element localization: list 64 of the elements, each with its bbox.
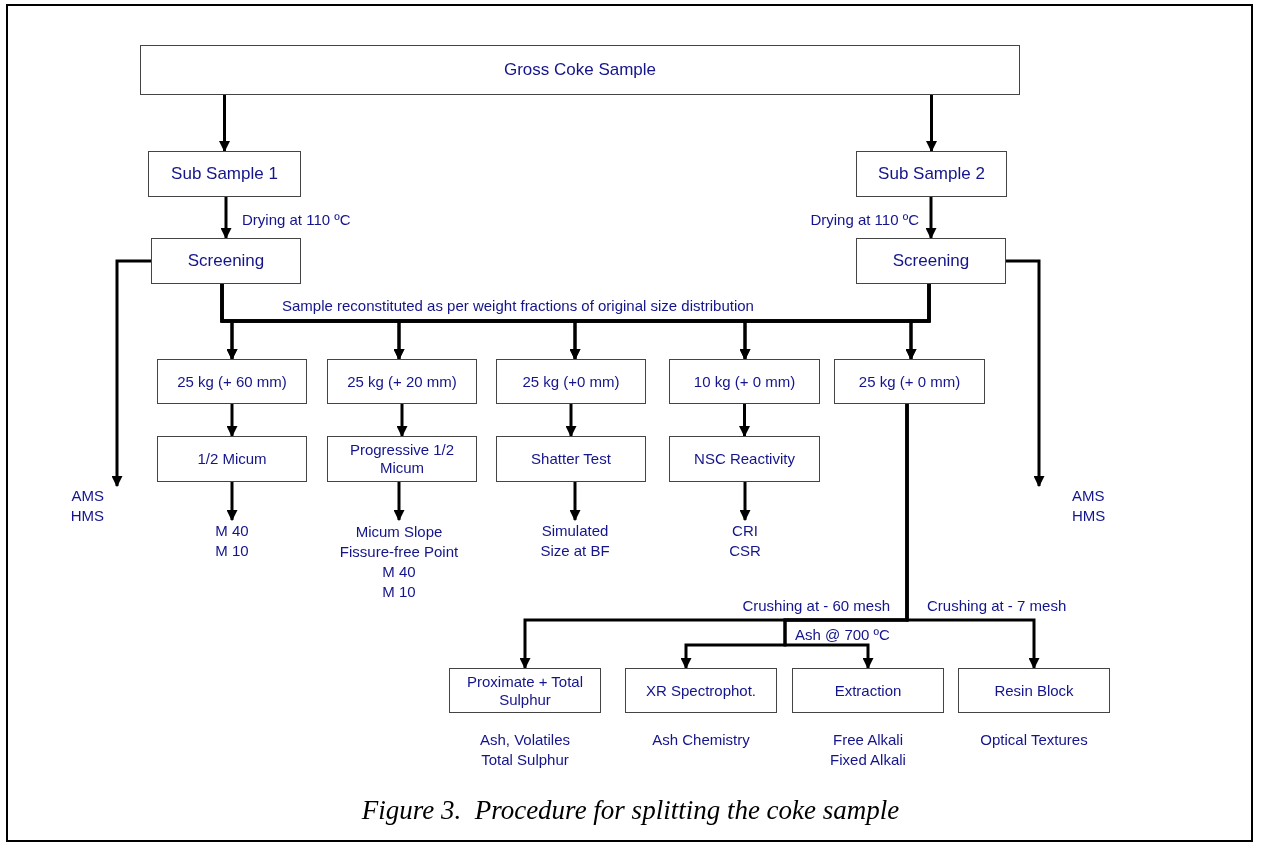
note-text: Ash @ 700 ºC [794, 625, 891, 644]
arrow [739, 482, 751, 522]
result-text: Free Alkali Fixed Alkali [829, 730, 907, 770]
process-box [496, 359, 646, 404]
arrow [565, 404, 577, 438]
arrow [396, 404, 408, 438]
box-label: 25 kg (+0 mm) [522, 372, 620, 391]
process-box [157, 436, 307, 482]
box-label: 1/2 Micum [197, 450, 267, 468]
arrow [393, 482, 405, 522]
process-box [834, 359, 985, 404]
box-label: Extraction [834, 681, 902, 700]
arrow [1006, 259, 1045, 488]
arrow [219, 95, 230, 153]
box-label: Resin Block [994, 681, 1074, 700]
box-label: Gross Coke Sample [503, 61, 657, 79]
box-label: 25 kg (+ 0 mm) [858, 372, 961, 391]
box-label: Sub Sample 1 [171, 165, 278, 183]
result-text: Simulated Size at BF [525, 520, 625, 562]
process-box [625, 668, 777, 713]
result-text: AMS HMS [1030, 486, 1116, 526]
process-box [140, 45, 1020, 95]
box-label: 10 kg (+ 0 mm) [693, 372, 796, 391]
process-box [327, 436, 477, 482]
arrow [905, 404, 1040, 670]
result-text: M 40 M 10 [196, 520, 268, 562]
process-box [148, 151, 301, 197]
process-box [157, 359, 307, 404]
arrow [226, 482, 238, 522]
result-text: Ash, Volatiles Total Sulphur [478, 730, 572, 770]
box-label: 25 kg (+ 20 mm) [347, 372, 457, 391]
result-text: Ash Chemistry [651, 730, 751, 750]
process-box [958, 668, 1110, 713]
arrow [569, 482, 581, 522]
process-box [669, 436, 820, 482]
arrow [925, 197, 937, 240]
box-label: NSC Reactivity [694, 450, 795, 468]
arrow [111, 259, 151, 488]
arrow [926, 95, 937, 153]
process-box [151, 238, 301, 284]
box-label: Sub Sample 2 [878, 165, 985, 183]
arrow [739, 404, 750, 438]
process-box [449, 668, 601, 713]
box-label: Proximate + Total Sulphur [466, 672, 584, 709]
result-text: Micum Slope Fissure-free Point M 40 M 10 [319, 520, 479, 604]
box-label: XR Spectrophot. [645, 681, 757, 700]
box-label: Shatter Test [531, 450, 611, 468]
process-box [669, 359, 820, 404]
arrow [226, 404, 238, 438]
box-label: Progressive 1/2 Micum [348, 441, 456, 477]
process-box [496, 436, 646, 482]
result-text: AMS HMS [58, 486, 122, 526]
result-text: CRI CSR [715, 520, 775, 562]
result-text: Optical Textures [979, 730, 1089, 750]
box-label: Screening [892, 252, 970, 270]
process-box [792, 668, 944, 713]
arrow [905, 284, 931, 361]
process-box [856, 238, 1006, 284]
box-label: Screening [187, 252, 265, 270]
box-label: 25 kg (+ 60 mm) [177, 372, 287, 391]
figure-caption: Figure 3. Procedure for splitting the coke sample [360, 795, 901, 826]
arrow [220, 197, 232, 240]
process-box [856, 151, 1007, 197]
process-box [327, 359, 477, 404]
